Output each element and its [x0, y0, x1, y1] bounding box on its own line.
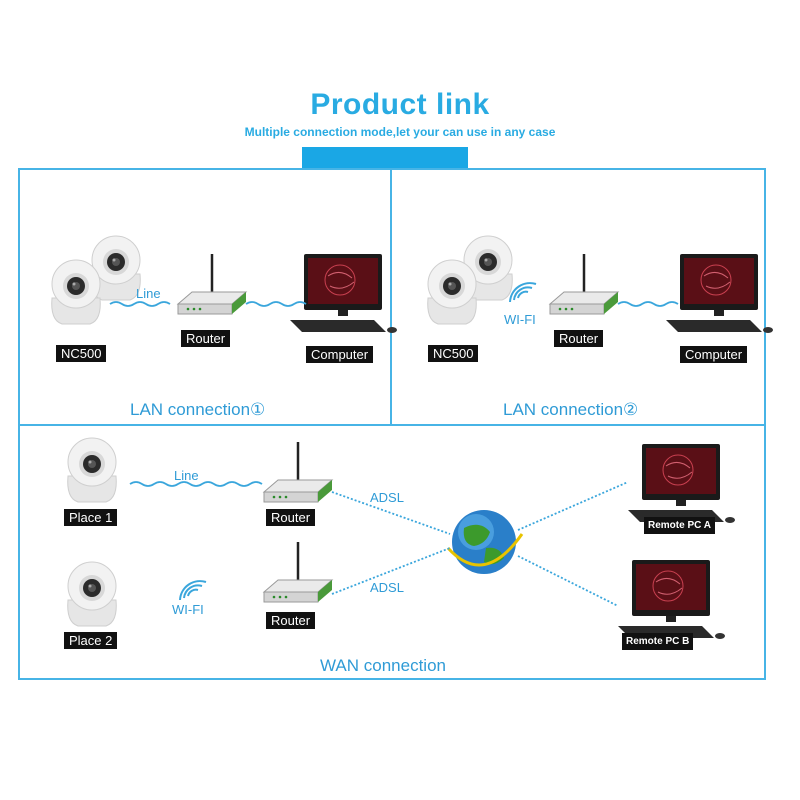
lan2-router-icon: [548, 252, 620, 316]
wan-line-label: Line: [174, 468, 199, 483]
wan-wifi-label: WI-FI: [172, 602, 204, 617]
lan2-link-label: WI-FI: [504, 312, 536, 327]
page-subtitle: Multiple connection mode,let your can us…: [244, 125, 556, 139]
lan2-wifi-icon: [509, 282, 537, 303]
remote-pc-b-label: Remote PC B: [622, 633, 694, 650]
remote-pc-b-icon: [617, 559, 726, 640]
lan1-router-label: Router: [181, 330, 231, 347]
lan1-cameras: [51, 235, 141, 325]
wan-caption: WAN connection: [320, 656, 446, 675]
wan-cables: [331, 481, 629, 607]
wan-router2-icon: [262, 540, 334, 604]
wan-router2-label: Router: [266, 612, 316, 629]
wan-router1-label: Router: [266, 509, 316, 526]
wan-place1-camera: [67, 437, 117, 503]
page-title: Product link: [310, 88, 490, 121]
lan2-cameras: [427, 235, 513, 325]
lan1-computer-icon: [289, 253, 398, 334]
lan1-router-computer-cable: [245, 301, 307, 307]
lan2-computer-label: Computer: [680, 346, 748, 363]
lan1-computer-label: Computer: [306, 346, 374, 363]
lan1-router-icon: [176, 252, 248, 316]
lan2-router-label: Router: [554, 330, 604, 347]
wan-place2-label: Place 2: [64, 632, 118, 649]
wan-line-cable: [129, 481, 263, 487]
lan1-caption: LAN connection①: [130, 400, 266, 419]
wan-router1-icon: [262, 440, 334, 504]
lan2-router-computer-cable: [617, 301, 679, 307]
wan-place1-label: Place 1: [64, 509, 118, 526]
globe-icon: [446, 508, 524, 576]
lan1-line-cable: [109, 301, 171, 307]
remote-pc-a-icon: [627, 443, 736, 524]
remote-pc-a-label: Remote PC A: [644, 517, 715, 534]
title-accent-bar: [302, 147, 468, 169]
lan2-caption: LAN connection②: [503, 400, 639, 419]
wan-panel: [18, 424, 766, 680]
wan-wifi-icon: [179, 580, 207, 601]
lan1-camera-label: NC500: [56, 345, 107, 362]
lan2-camera-label: NC500: [428, 345, 479, 362]
wan-adsl2-label: ADSL: [370, 580, 404, 595]
wan-place2-camera: [67, 561, 117, 627]
lan1-link-label: Line: [136, 286, 161, 301]
wan-adsl1-label: ADSL: [370, 490, 404, 505]
lan2-computer-icon: [665, 253, 774, 334]
